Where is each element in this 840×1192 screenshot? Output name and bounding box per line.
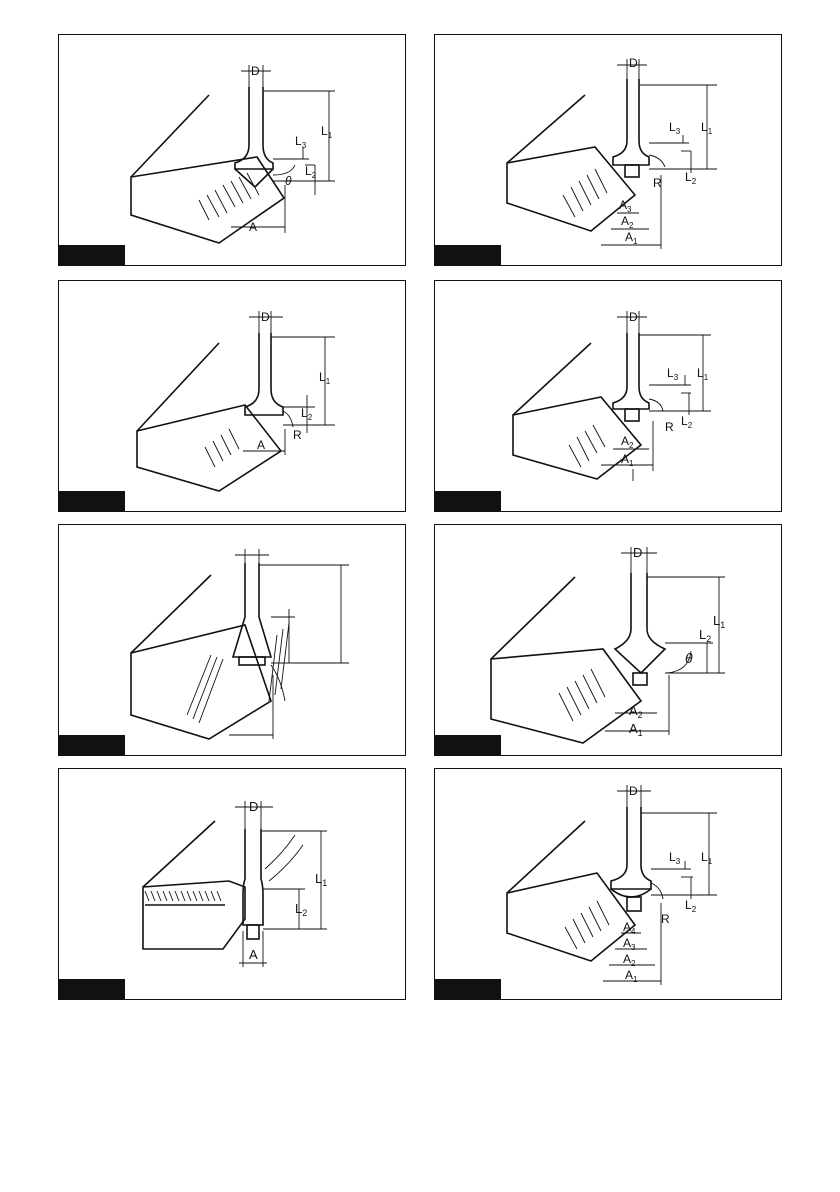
label-l2: L2: [699, 627, 711, 644]
label-a2: A2: [623, 952, 636, 968]
label-d: D: [249, 799, 258, 814]
bearing: [247, 925, 259, 939]
diagram-tag-8: [435, 979, 501, 999]
label-a: A: [249, 220, 257, 234]
diagram-tag-7: [59, 979, 125, 999]
label-l2: L2: [685, 170, 697, 186]
label-l2: L2: [681, 414, 693, 430]
diagram-7-drawing: D L1 L2 A: [59, 769, 407, 1001]
diagram-8-drawing: D L1 L3 L2 R A4 A3 A2 A1: [435, 769, 783, 1001]
label-a1: A1: [621, 452, 634, 468]
label-l2: L2: [301, 406, 313, 422]
workpiece-block: [143, 881, 245, 949]
label-a: A: [249, 947, 258, 962]
diagram-tag-1: [59, 245, 125, 265]
label-l2: L2: [685, 898, 697, 914]
workpiece-block: [507, 873, 635, 961]
label-a3: A3: [623, 936, 636, 952]
label-r: R: [665, 420, 674, 434]
label-l1: L1: [321, 124, 333, 140]
label-d: D: [629, 784, 638, 798]
label-l1: L1: [713, 613, 725, 630]
diagram-5-drawing: [59, 525, 407, 757]
bit-shank: [613, 333, 649, 409]
diagram-panel-3: D L1 L2 R A: [58, 280, 406, 512]
label-l1: L1: [697, 366, 709, 382]
diagram-panel-7: D L1 L2 A: [58, 768, 406, 1000]
bit-shank: [245, 333, 283, 415]
label-l3: L3: [669, 850, 681, 866]
diagram-tag-6: [435, 735, 501, 755]
label-l1: L1: [315, 871, 327, 888]
label-a1: A1: [625, 230, 638, 246]
label-theta: θ: [285, 174, 292, 188]
label-a: A: [257, 438, 265, 452]
label-r: R: [293, 428, 302, 442]
bearing: [633, 673, 647, 685]
diagram-6-drawing: D L1 L2 θ A2 A1: [435, 525, 783, 757]
diagram-3-drawing: D L1 L2 R A: [59, 281, 407, 513]
label-d: D: [629, 56, 638, 70]
label-l1: L1: [701, 120, 713, 136]
label-d: D: [261, 310, 270, 324]
label-d: D: [251, 64, 260, 78]
label-d: D: [633, 545, 642, 560]
diagram-tag-5: [59, 735, 125, 755]
bearing: [627, 897, 641, 911]
bit-shank: [611, 807, 651, 889]
label-r: R: [661, 912, 670, 926]
diagram-panel-1: D L1 L3 L2 θ A: [58, 34, 406, 266]
diagram-tag-2: [435, 245, 501, 265]
workpiece-block: [131, 625, 271, 739]
diagram-4-drawing: D L1 L3 L2 R A2 A1: [435, 281, 783, 513]
label-l1: L1: [319, 370, 331, 386]
label-a2: A2: [629, 703, 643, 720]
bit-shank: [243, 829, 263, 925]
label-theta: θ: [685, 650, 693, 666]
diagram-tag-3: [59, 491, 125, 511]
label-l3: L3: [669, 120, 681, 136]
label-l3: L3: [667, 366, 679, 382]
diagram-tag-4: [435, 491, 501, 511]
label-a3: A3: [619, 198, 632, 214]
label-d: D: [629, 310, 638, 324]
bearing: [625, 409, 639, 421]
label-l1: L1: [701, 850, 713, 866]
workpiece-block: [491, 649, 641, 743]
diagram-panel-4: D L1 L3 L2 R A2 A1: [434, 280, 782, 512]
label-a1: A1: [625, 968, 638, 984]
diagram-panel-8: D L1 L3 L2 R A4 A3 A2 A1: [434, 768, 782, 1000]
diagram-2-drawing: D L1 L3 L2 R A3 A2 A1: [435, 35, 783, 267]
diagram-panel-5: [58, 524, 406, 756]
label-l2: L2: [295, 901, 307, 918]
diagram-panel-6: D L1 L2 θ A2 A1: [434, 524, 782, 756]
label-a1: A1: [629, 721, 643, 738]
label-a2: A2: [621, 214, 634, 230]
diagram-panel-2: D L1 L3 L2 R A3 A2 A1: [434, 34, 782, 266]
workpiece-block: [131, 157, 284, 243]
label-l3: L3: [295, 134, 307, 150]
diagram-1-drawing: D L1 L3 L2 θ A: [59, 35, 407, 267]
bearing: [625, 165, 639, 177]
bit-shank: [613, 79, 649, 165]
bit-shank: [615, 573, 665, 673]
workpiece-block: [507, 147, 635, 231]
